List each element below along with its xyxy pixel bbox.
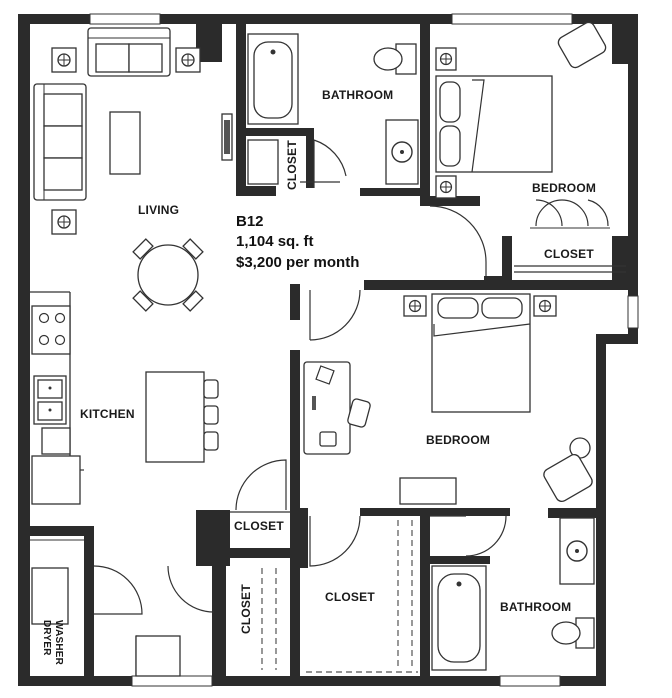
- stove-icon: [31, 305, 71, 355]
- outlet-icon: [403, 295, 427, 317]
- label-living: LIVING: [138, 203, 179, 217]
- bed-icon: [435, 75, 553, 173]
- armchair-icon: [557, 21, 607, 69]
- exterior-walls: [18, 13, 639, 687]
- kitchen-fixtures: [30, 291, 219, 505]
- label-kitchen: KITCHEN: [80, 407, 135, 421]
- label-laundry-washer: WASHER: [53, 620, 64, 666]
- bed-icon: [431, 293, 531, 413]
- unit-area: 1,104 sq. ft: [236, 233, 314, 250]
- label-closet-top-right: CLOSET: [544, 247, 594, 261]
- toilet-icon: [551, 617, 595, 649]
- dresser: [399, 477, 457, 505]
- label-bedroom-main: BEDROOM: [426, 433, 490, 447]
- label-closet-vertical: CLOSET: [239, 584, 253, 634]
- living-furniture: [33, 27, 233, 312]
- label-bathroom-top: BATHROOM: [322, 88, 393, 102]
- bathtub-icon: [431, 565, 487, 671]
- outlet-icon: [533, 295, 557, 317]
- desk-icon: [303, 361, 371, 455]
- label-bathroom-bottom: BATHROOM: [500, 600, 571, 614]
- outlet-icon: [51, 47, 77, 73]
- dishwasher: [41, 427, 71, 455]
- top-bedroom-furniture: [429, 21, 626, 276]
- unit-rent: $3,200 per month: [236, 254, 359, 271]
- outlet-icon: [435, 175, 457, 199]
- loveseat-icon: [87, 27, 171, 77]
- top-bathroom-fixtures: [247, 33, 419, 188]
- label-bedroom-top: BEDROOM: [532, 181, 596, 195]
- refrigerator: [31, 455, 81, 505]
- armchair-icon: [543, 437, 593, 503]
- label-closet-hall: CLOSET: [234, 519, 284, 533]
- kitchen-island-icon: [145, 371, 219, 463]
- unit-name: B12: [236, 213, 264, 230]
- label-closet-bath: CLOSET: [285, 140, 299, 190]
- bottom-bathroom-fixtures: [431, 517, 595, 671]
- interior-walls: [30, 24, 628, 684]
- label-laundry-dryer: DRYER: [41, 620, 52, 656]
- bathtub-icon: [247, 33, 299, 125]
- bath-sink-icon: [559, 517, 595, 585]
- bath-sink-icon: [385, 119, 419, 185]
- toilet-icon: [373, 43, 417, 75]
- walkin-closet: [306, 520, 418, 673]
- outlet-icon: [51, 209, 77, 235]
- entry-area: [30, 459, 290, 677]
- sofa-icon: [33, 83, 87, 201]
- dining-table-icon: [132, 238, 204, 312]
- main-bedroom-furniture: [303, 289, 593, 567]
- outlet-icon: [435, 47, 457, 71]
- label-closet-walkin: CLOSET: [325, 590, 375, 604]
- coffee-table: [109, 111, 141, 175]
- outlet-icon: [175, 47, 201, 73]
- kitchen-sink-icon: [33, 375, 67, 425]
